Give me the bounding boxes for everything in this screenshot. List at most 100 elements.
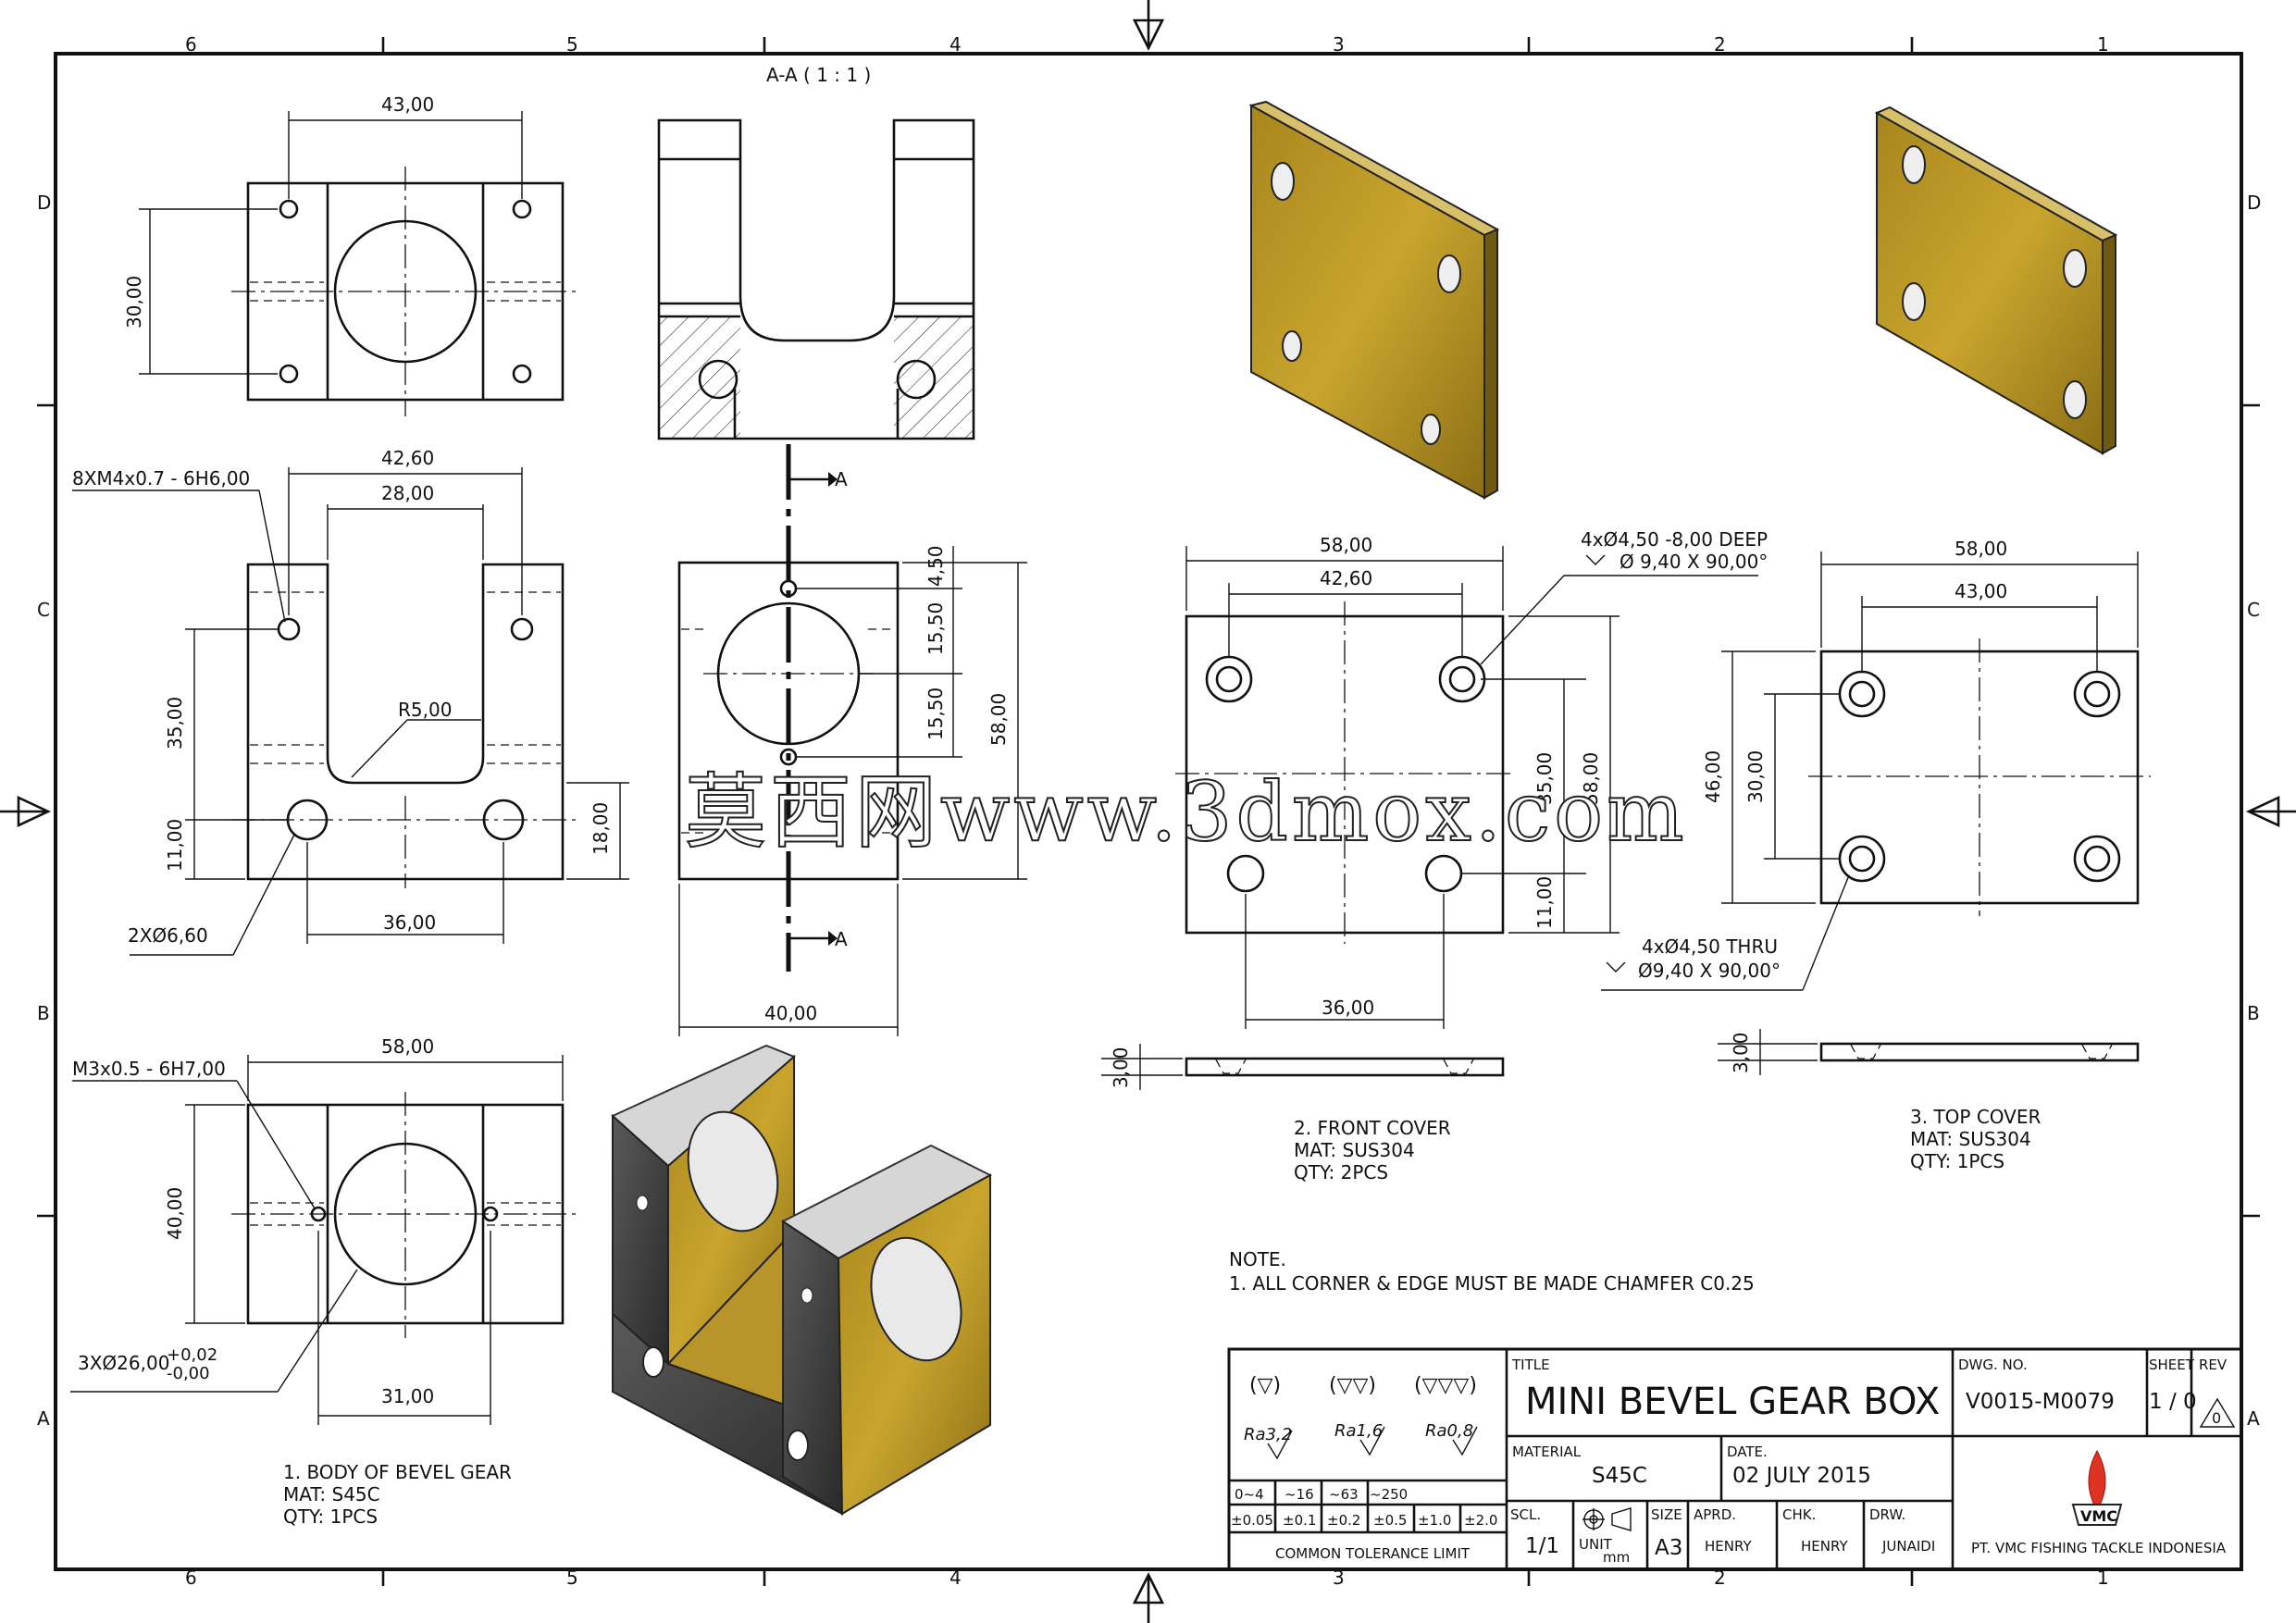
tc-caption-line: QTY: 1PCS [1910, 1150, 2004, 1172]
bore-tol-plus: +0,02 [167, 1345, 217, 1365]
tolerance-value: ±2.0 [1464, 1512, 1497, 1529]
sheet-value: 1 / 0 [2149, 1390, 2197, 1414]
size-value: A3 [1655, 1536, 1682, 1560]
section-mark-a: A [835, 928, 848, 950]
dim-tc-43: 43,00 [1955, 580, 2007, 602]
aprd-value: HENRY [1705, 1538, 1752, 1555]
body-side-view: A A 4,50 15,50 15,50 58,00 40,00 [677, 444, 1027, 1036]
scale-value: 1/1 [1525, 1534, 1559, 1558]
col-label: 3 [1333, 33, 1345, 56]
range-label: 0~4 [1235, 1486, 1264, 1503]
size-label: SIZE [1651, 1506, 1682, 1523]
drw-label: DRW. [1869, 1506, 1905, 1523]
body-caption-line: 1. BODY OF BEVEL GEAR [283, 1461, 512, 1483]
bore-tol-minus: -0,00 [167, 1364, 210, 1383]
roughness-label: Ra1,6 [1334, 1421, 1383, 1441]
front-cover-caption: 2. FRONT COVER MAT: SUS304 QTY: 2PCS [1294, 1117, 1451, 1183]
dim-35: 35,00 [164, 697, 186, 750]
surface-symbol: (▽▽) [1329, 1374, 1376, 1397]
dim-58: 58,00 [987, 693, 1010, 746]
col-label: 2 [1714, 1567, 1726, 1589]
dim-36: 36,00 [383, 911, 436, 934]
radius-r5: R5,00 [398, 699, 452, 721]
range-label: ~16 [1285, 1486, 1314, 1503]
col-label: 1 [2097, 33, 2109, 56]
dim-fc-36: 36,00 [1322, 997, 1374, 1019]
thread-callout-m3: M3x0.5 - 6H7,00 [72, 1058, 226, 1080]
fc-caption-line: MAT: SUS304 [1294, 1139, 1415, 1161]
tc-hole-callout-1: 4xØ4,50 THRU [1642, 935, 1778, 958]
tolerance-value: ±0.5 [1373, 1512, 1407, 1529]
rev-label: REV [2199, 1357, 2228, 1373]
body-caption-line: MAT: S45C [283, 1483, 380, 1505]
dim-28: 28,00 [381, 482, 434, 504]
scale-label: SCL. [1510, 1506, 1541, 1523]
dim-fc-11: 11,00 [1533, 876, 1556, 929]
tolerance-value: ±0.1 [1283, 1512, 1316, 1529]
fc-caption-line: 2. FRONT COVER [1294, 1117, 1451, 1139]
dwg-no-label: DWG. NO. [1958, 1357, 2028, 1373]
general-note: NOTE. 1. ALL CORNER & EDGE MUST BE MADE … [1229, 1248, 1755, 1295]
top-cover-isometric [1874, 105, 2118, 455]
drw-value: JUNAIDI [1881, 1538, 1935, 1555]
fc-hole-callout-2: Ø 9,40 X 90,00° [1620, 551, 1768, 573]
title-label: TITLE [1511, 1357, 1550, 1373]
sheet-label: SHEET [2149, 1357, 2195, 1373]
zone-labels: 6 5 4 3 2 1 6 5 4 3 2 1 D C B A D C B A [37, 33, 2261, 1589]
dim-tc-30: 30,00 [1744, 750, 1767, 803]
col-label: 3 [1333, 1567, 1345, 1589]
dim-58-b: 58,00 [381, 1035, 434, 1058]
surface-symbol: (▽) [1249, 1374, 1281, 1397]
row-label: D [37, 192, 51, 214]
dim-40: 40,00 [764, 1002, 817, 1024]
date-label: DATE. [1727, 1443, 1768, 1460]
dim-31: 31,00 [381, 1385, 434, 1407]
col-label: 6 [185, 33, 197, 56]
row-label: A [2247, 1407, 2260, 1430]
tolerance-value: ±1.0 [1418, 1512, 1451, 1529]
row-label: C [37, 599, 50, 621]
col-label: 5 [566, 33, 578, 56]
watermark: 莫西网www.3dmox.com [685, 764, 1688, 860]
front-cover-view: 58,00 42,60 35,00 11,00 58,00 36,00 4xØ4… [1101, 528, 1768, 1090]
note-line: 1. ALL CORNER & EDGE MUST BE MADE CHAMFE… [1229, 1272, 1755, 1295]
tolerance-value: ±0.05 [1231, 1512, 1273, 1529]
drawing-title: MINI BEVEL GEAR BOX [1525, 1381, 1940, 1423]
row-label: D [2247, 192, 2261, 214]
col-label: 4 [949, 1567, 962, 1589]
dim-40-b: 40,00 [164, 1187, 186, 1240]
dim-30: 30,00 [123, 276, 145, 328]
dim-42-6: 42,60 [381, 447, 434, 469]
fc-caption-line: QTY: 2PCS [1294, 1161, 1388, 1183]
row-label: C [2247, 599, 2260, 621]
row-label: A [37, 1407, 50, 1430]
thread-callout-m4: 8XM4x0.7 - 6H6,00 [72, 467, 250, 489]
chk-value: HENRY [1801, 1538, 1848, 1555]
aprd-label: APRD. [1694, 1506, 1736, 1523]
col-label: 6 [185, 1567, 197, 1589]
surface-symbol: (▽▽▽) [1414, 1374, 1477, 1397]
dwg-no: V0015-M0079 [1966, 1390, 2115, 1414]
body-caption-line: QTY: 1PCS [283, 1505, 378, 1528]
tc-caption-line: 3. TOP COVER [1910, 1106, 2041, 1128]
range-label: ~250 [1370, 1486, 1408, 1503]
unit-label: UNIT [1579, 1536, 1613, 1553]
top-cover-view: 58,00 43,00 46,00 30,00 4xØ4,50 THRU Ø9,… [1601, 538, 2151, 1075]
section-a-a: A-A ( 1 : 1 ) [657, 64, 975, 440]
dim-15-5b: 15,50 [925, 688, 947, 740]
col-label: 5 [566, 1567, 578, 1589]
body-caption: 1. BODY OF BEVEL GEAR MAT: S45C QTY: 1PC… [283, 1461, 512, 1528]
common-tolerance-label: COMMON TOLERANCE LIMIT [1275, 1545, 1471, 1562]
col-label: 1 [2097, 1567, 2109, 1589]
dim-18: 18,00 [590, 802, 612, 855]
dim-fc-3: 3,00 [1110, 1047, 1132, 1088]
range-label: ~63 [1329, 1486, 1359, 1503]
top-cover-caption: 3. TOP COVER MAT: SUS304 QTY: 1PCS [1910, 1106, 2041, 1172]
roughness-label: Ra0,8 [1425, 1421, 1473, 1441]
dim-15-5a: 15,50 [925, 602, 947, 655]
company-logo: VMC [2071, 1449, 2123, 1526]
section-mark-a: A [835, 468, 848, 490]
rev-value: 0 [2212, 1409, 2221, 1427]
